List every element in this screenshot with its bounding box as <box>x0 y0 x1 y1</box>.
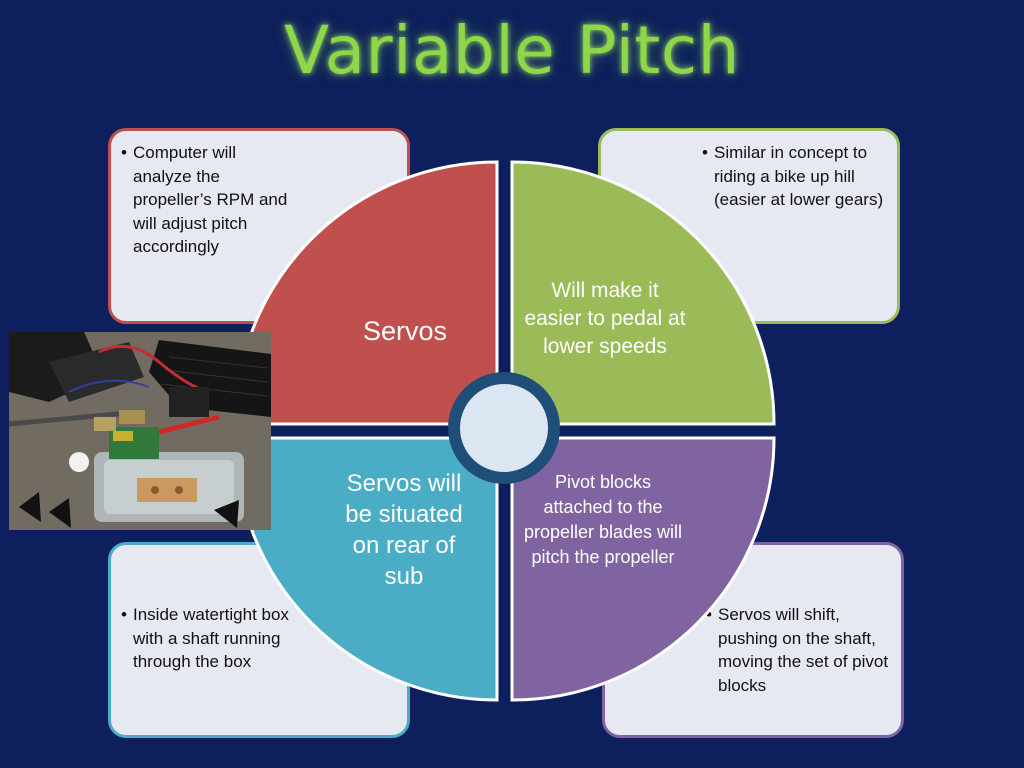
bullet: • <box>706 605 712 624</box>
box-bottom-right-text: • Servos will shift, pushing on the shaf… <box>706 603 890 697</box>
quadrant-top-left <box>233 160 499 426</box>
quadrant-top-right <box>510 160 776 426</box>
quadrant-bottom-right <box>510 436 776 702</box>
slide-title: Variable Pitch <box>284 12 740 89</box>
servo-prototype-photo <box>9 332 271 530</box>
box-top-left-label: Computer will analyze the propeller’s RP… <box>133 143 288 256</box>
box-top-right-label: Similar in concept to riding a bike up h… <box>714 143 884 209</box>
quadrant-top-right-label: Will make it easier to pedal at lower sp… <box>524 279 686 358</box>
bullet: • <box>702 143 708 162</box>
box-bottom-right-label: Servos will shift, pushing on the shaft,… <box>718 605 889 695</box>
box-top-left-text: • Computer will analyze the propeller’s … <box>121 141 293 259</box>
quadrant-bottom-right-label: Pivot blocks attached to the propeller b… <box>523 472 683 567</box>
bullet: • <box>121 143 127 162</box>
quadrant-top-left-label: Servos <box>362 316 448 346</box>
quadrant-bottom-left-label: Servos will be situated on rear of sub <box>345 470 463 590</box>
bullet: • <box>121 605 127 624</box>
box-top-right-text: • Similar in concept to riding a bike up… <box>702 141 886 212</box>
photo-illustration <box>9 332 271 530</box>
center-ring-fill <box>460 384 548 472</box>
box-bottom-left-label: Inside watertight box with a shaft runni… <box>133 605 289 671</box>
box-bottom-left-text: • Inside watertight box with a shaft run… <box>121 603 295 674</box>
